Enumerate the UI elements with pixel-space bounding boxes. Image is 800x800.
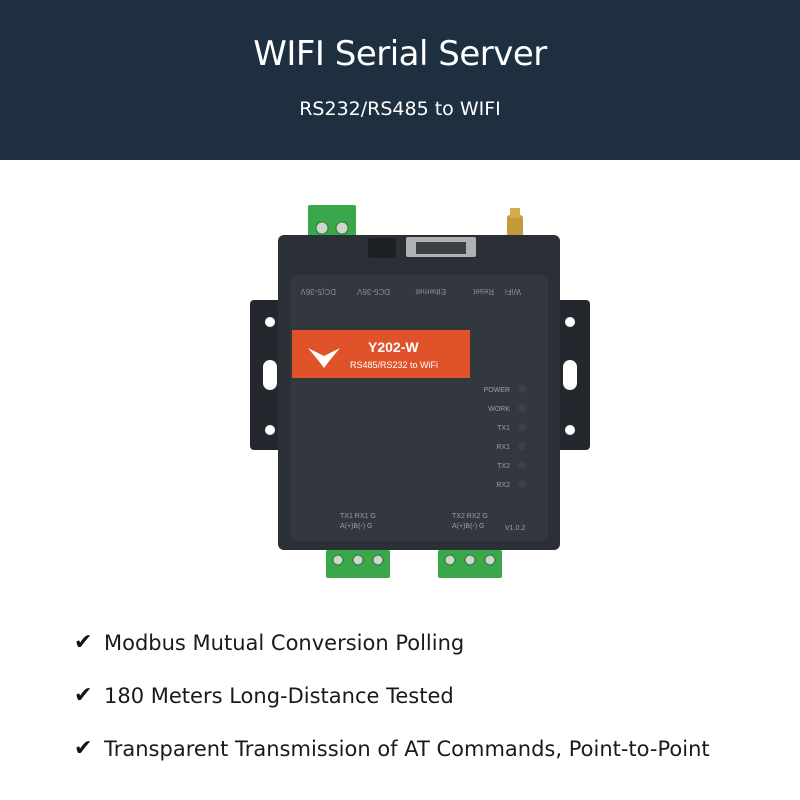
feature-text: 180 Meters Long-Distance Tested bbox=[104, 683, 454, 708]
page-subtitle: RS232/RS485 to WIFI bbox=[299, 98, 501, 120]
checkmark-icon: ✔ bbox=[74, 630, 93, 655]
power-label-1: DC(5-36V bbox=[300, 287, 336, 296]
checkmark-icon: ✔ bbox=[74, 736, 93, 761]
model-description: RS485/RS232 to WiFi bbox=[350, 360, 438, 370]
led-label-power: POWER bbox=[484, 387, 510, 394]
led-label-tx1: TX1 bbox=[497, 425, 510, 432]
led-rx1-icon bbox=[518, 442, 526, 450]
led-tx1-icon bbox=[518, 423, 526, 431]
page-title: WIFI Serial Server bbox=[253, 34, 547, 74]
feature-item: ✔ Transparent Transmission of AT Command… bbox=[74, 722, 774, 775]
feature-text: Modbus Mutual Conversion Polling bbox=[104, 630, 465, 655]
checkmark-icon: ✔ bbox=[74, 683, 93, 708]
power-terminal bbox=[308, 205, 356, 237]
logo-icon bbox=[308, 348, 340, 368]
led-label-tx2: TX2 bbox=[497, 463, 510, 470]
feature-item: ✔ 180 Meters Long-Distance Tested bbox=[74, 669, 774, 722]
led-rx2-icon bbox=[518, 480, 526, 488]
model-name: Y202-W bbox=[368, 339, 419, 355]
led-tx2-icon bbox=[518, 461, 526, 469]
version-label: V1.0.2 bbox=[505, 525, 525, 532]
header-banner: WIFI Serial Server RS232/RS485 to WIFI bbox=[0, 0, 800, 160]
led-label-rx1: RX1 bbox=[496, 444, 510, 451]
port2-label-line1: TX2 RX2 G bbox=[452, 513, 488, 520]
power-label-2: DC5-36V bbox=[356, 287, 390, 296]
led-power-icon bbox=[518, 385, 526, 393]
led-panel: POWER WORK TX1 RX1 TX2 RX2 bbox=[484, 385, 526, 489]
led-label-work: WORK bbox=[488, 406, 510, 413]
port2-label-line2: A(+)B(-) G bbox=[452, 523, 484, 530]
led-work-icon bbox=[518, 404, 526, 412]
ethernet-label: Ethernet bbox=[415, 287, 446, 296]
device-image: DC(5-36V DC5-36V Ethernet Reset WiFi Y20… bbox=[250, 205, 590, 578]
port1-label-line2: A(+)B(-) G bbox=[340, 523, 372, 530]
product-label bbox=[292, 330, 470, 378]
led-label-rx2: RX2 bbox=[496, 482, 510, 489]
port1-label-line1: TX1 RX1 G bbox=[340, 513, 376, 520]
feature-text: Transparent Transmission of AT Commands,… bbox=[104, 736, 710, 761]
wifi-label: WiFi bbox=[505, 287, 521, 296]
feature-list: ✔ Modbus Mutual Conversion Polling ✔ 180… bbox=[74, 616, 774, 775]
feature-item: ✔ Modbus Mutual Conversion Polling bbox=[74, 616, 774, 669]
reset-label: Reset bbox=[472, 287, 494, 296]
